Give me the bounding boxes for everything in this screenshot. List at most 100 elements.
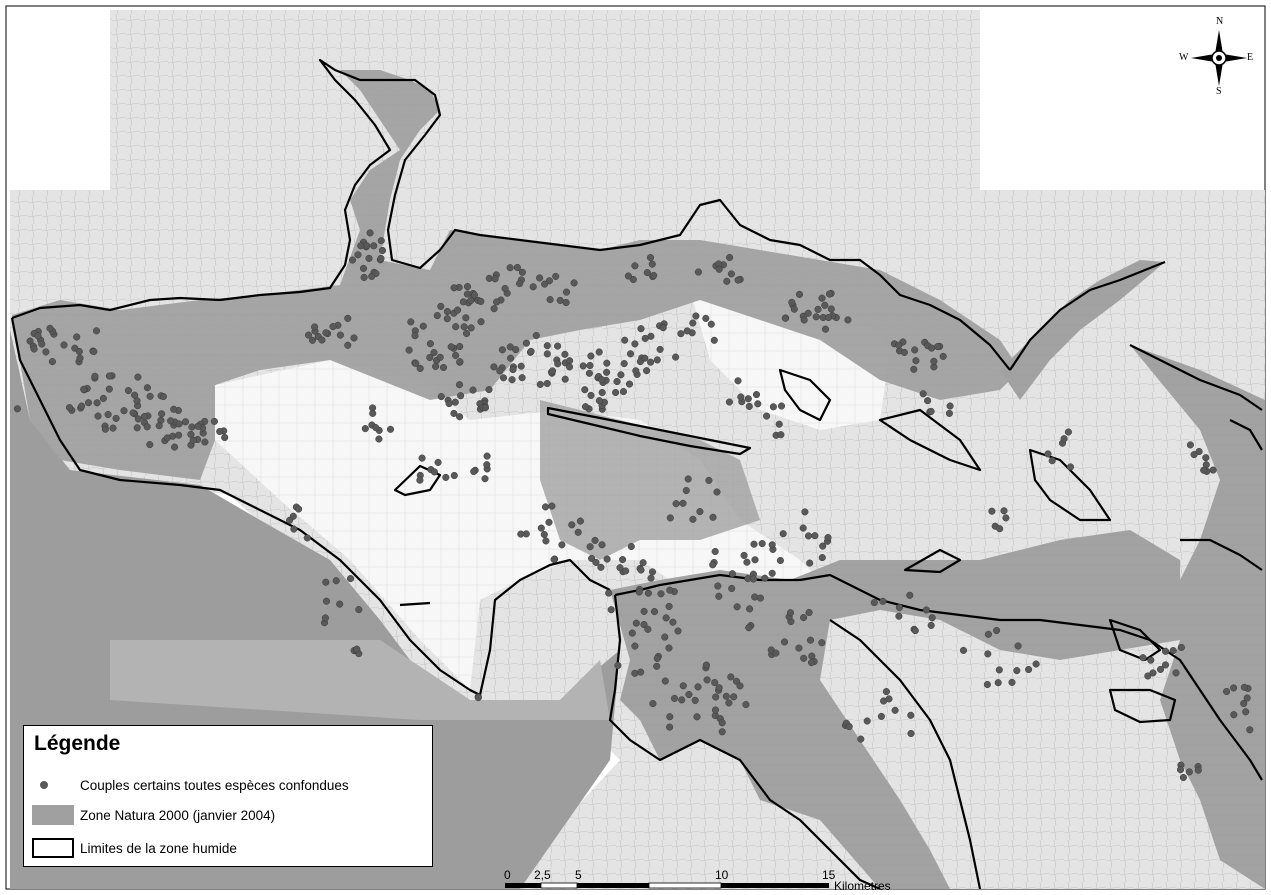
observation-point (477, 318, 485, 326)
compass-s-label: S (1216, 86, 1222, 97)
observation-point (635, 588, 643, 596)
observation-point (378, 246, 387, 255)
observation-point (984, 650, 992, 658)
observation-point (552, 272, 560, 280)
observation-point (710, 336, 718, 344)
observation-point (723, 277, 731, 285)
observation-point (507, 354, 515, 362)
observation-point (1014, 642, 1022, 650)
observation-point (1002, 514, 1010, 522)
observation-point (175, 431, 183, 439)
observation-point (863, 717, 871, 725)
observation-point (536, 274, 544, 282)
observation-point (670, 694, 679, 702)
observation-point (643, 269, 651, 277)
observation-point (647, 358, 655, 366)
observation-point (709, 561, 717, 569)
observation-point (368, 272, 376, 280)
observation-point (684, 475, 692, 483)
observation-point (928, 344, 936, 352)
fill-symbol-icon (32, 805, 74, 825)
north-arrow: N S E W (1179, 16, 1255, 97)
observation-point (657, 590, 665, 598)
observation-point (927, 621, 935, 629)
observation-point (80, 385, 88, 393)
observation-point (460, 323, 468, 331)
observation-point (616, 564, 624, 572)
observation-point (513, 263, 521, 272)
observation-point (359, 264, 368, 272)
observation-point (581, 386, 589, 394)
observation-point (1144, 672, 1152, 680)
observation-point (496, 367, 504, 375)
observation-point (570, 279, 578, 287)
observation-point (457, 392, 465, 400)
observation-point (752, 391, 761, 399)
outline-symbol-icon (32, 838, 74, 858)
observation-point (945, 409, 953, 417)
observation-point (805, 608, 813, 617)
observation-point (631, 340, 639, 348)
observation-point (598, 376, 606, 384)
observation-point (585, 369, 593, 377)
observation-point (170, 405, 178, 413)
observation-point (818, 639, 826, 647)
observation-point (512, 346, 520, 354)
observation-point (637, 325, 645, 333)
observation-point (579, 362, 587, 370)
observation-point (554, 360, 562, 368)
observation-point (332, 577, 340, 585)
observation-point (643, 367, 651, 375)
observation-point (661, 633, 669, 641)
observation-point (104, 410, 112, 419)
observation-point (418, 454, 426, 462)
observation-point (308, 336, 317, 344)
observation-point (592, 558, 600, 566)
observation-point (416, 364, 424, 372)
observation-point (442, 473, 450, 481)
observation-point (499, 374, 508, 382)
observation-point (631, 262, 639, 270)
observation-point (1185, 768, 1193, 776)
observation-point (48, 358, 56, 366)
observation-point (545, 518, 553, 526)
observation-point (550, 555, 558, 564)
observation-point (221, 433, 229, 442)
observation-point (99, 394, 107, 402)
observation-point (112, 414, 120, 422)
observation-point (477, 297, 485, 305)
observation-point (545, 277, 553, 285)
observation-point (727, 673, 735, 681)
observation-point (927, 407, 935, 415)
observation-point (437, 302, 445, 310)
observation-point (548, 367, 557, 375)
observation-point (711, 678, 719, 687)
observation-point (806, 559, 814, 567)
observation-point (709, 513, 717, 521)
observation-point (561, 350, 569, 358)
observation-point (728, 584, 736, 593)
observation-point (432, 362, 440, 370)
observation-point (133, 424, 141, 432)
observation-point (318, 336, 326, 344)
observation-point (377, 237, 385, 245)
observation-point (536, 380, 544, 388)
observation-point (386, 425, 395, 433)
observation-point (434, 458, 442, 466)
observation-point (365, 254, 373, 262)
observation-point (565, 363, 574, 371)
observation-point (928, 614, 936, 622)
observation-point (581, 403, 590, 411)
observation-point (730, 693, 738, 701)
observation-point (1246, 726, 1254, 734)
observation-point (490, 363, 498, 371)
observation-point (659, 324, 667, 332)
observation-point (286, 516, 294, 524)
observation-point (591, 536, 599, 544)
natura-zone-river (1000, 260, 1165, 400)
observation-point (895, 341, 903, 349)
observation-point (703, 676, 711, 684)
observation-point (726, 253, 734, 262)
